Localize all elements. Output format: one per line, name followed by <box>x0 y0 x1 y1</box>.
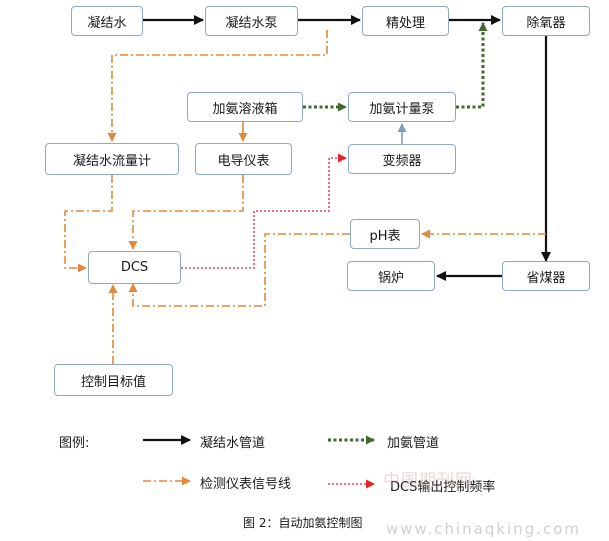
node-ammonia-tank: 加氨溶液箱 <box>187 92 303 122</box>
node-economizer: 省煤器 <box>502 261 590 291</box>
legend-ammonia-pipe: 加氨管道 <box>387 436 440 451</box>
edge-dcs-to-vfd <box>181 153 347 269</box>
node-boiler: 锅炉 <box>347 261 435 291</box>
ammonia-pipe-lines <box>303 22 488 112</box>
legend-signal: 检测仪表信号线 <box>200 477 292 492</box>
node-ph-meter: pH表 <box>350 219 420 249</box>
node-setpoint: 控制目标值 <box>54 364 173 396</box>
edge-flow-tap-to-flow-meter <box>107 30 328 142</box>
node-conductivity-meter: 电导仪表 <box>195 143 292 175</box>
edge-conductivity-to-dcs <box>128 175 244 250</box>
edge-ammonia-pump-to-dosing-point <box>456 22 488 109</box>
legend-title: 图例: <box>59 436 90 451</box>
edge-ph-meter-to-dcs <box>128 233 350 307</box>
node-condensate: 凝结水 <box>71 6 143 36</box>
watermark-chinese: 中国期刊网 <box>383 471 473 491</box>
node-dcs: DCS <box>88 251 181 284</box>
watermark-url: www.chinaqking.com <box>386 520 582 538</box>
signal-lines <box>64 30 546 364</box>
node-flow-meter: 凝结水流量计 <box>45 143 179 175</box>
legend-samples <box>143 435 375 489</box>
node-polishing: 精处理 <box>362 6 449 36</box>
node-condensate-pump: 凝结水泵 <box>205 6 298 36</box>
legend-dcs-output: DCS输出控制频率 <box>390 480 496 495</box>
legend-condensate-pipe: 凝结水管道 <box>200 436 266 451</box>
edge-flow-meter-to-dcs <box>64 175 113 273</box>
condensate-pipe-lines <box>143 15 551 281</box>
figure-caption: 图 2：自动加氨控制图 <box>243 516 363 530</box>
node-deaerator: 除氧器 <box>502 6 590 36</box>
node-ammonia-pump: 加氨计量泵 <box>348 92 456 122</box>
node-vfd: 变频器 <box>348 144 456 174</box>
